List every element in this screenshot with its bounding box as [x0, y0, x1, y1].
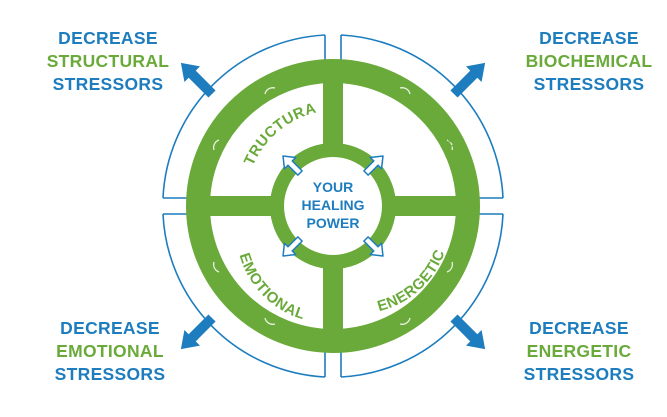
joint-mark — [446, 261, 454, 273]
outer-arc-top-right — [340, 34, 504, 199]
outward-arrow-top-left-icon — [180, 62, 216, 98]
joint-mark — [264, 317, 276, 325]
joint-mark — [212, 261, 220, 273]
corner-label-top-right-line-2: BIOCHEMICAL — [525, 51, 653, 71]
joint-mark — [446, 139, 454, 151]
corner-label-top-left: DECREASE STRUCTURAL STRESSORS — [44, 27, 172, 96]
corner-label-top-left-line-2: STRUCTURAL — [46, 51, 170, 71]
hub-center — [285, 158, 381, 254]
wheel-outer-ring — [186, 59, 480, 353]
center-text-line-2: HEALING — [302, 197, 365, 213]
center-text-line-1: YOUR — [313, 179, 353, 195]
hub-arrows — [282, 155, 384, 257]
corner-label-bottom-right-line-2: ENERGETIC — [526, 341, 632, 361]
outward-arrow-bottom-right-icon — [450, 314, 486, 350]
center-text-line-3: POWER — [307, 215, 360, 231]
outer-arc-bottom-left — [162, 213, 326, 378]
joint-mark — [399, 87, 411, 95]
joint-mark — [212, 139, 220, 151]
green-wheel — [186, 59, 480, 353]
outward-arrow-top-right-icon — [450, 62, 486, 98]
corner-label-top-left-line-3: STRESSORS — [52, 74, 164, 94]
hub-arrow-bottom-left-icon — [282, 236, 303, 257]
corner-label-top-left-line-1: DECREASE — [58, 28, 158, 48]
corner-label-bottom-left-line-1: DECREASE — [60, 318, 160, 338]
corner-label-bottom-left-line-3: STRESSORS — [54, 364, 166, 384]
corner-label-top-right: DECREASE BIOCHEMICAL STRESSORS — [518, 27, 660, 96]
hub-arrow-bottom-right-icon — [363, 236, 384, 257]
hub-arrow-top-right-icon — [363, 155, 384, 176]
corner-label-top-right-line-3: STRESSORS — [533, 74, 645, 94]
corner-label-top-right-line-1: DECREASE — [539, 28, 639, 48]
ring-joint-marks — [212, 87, 454, 325]
corner-label-bottom-left-line-2: EMOTIONAL — [56, 341, 164, 361]
corner-label-bottom-left: DECREASE EMOTIONAL STRESSORS — [46, 317, 174, 386]
hub-arrow-top-left-icon — [282, 155, 303, 176]
outer-quadrant-arcs — [162, 34, 504, 378]
corner-label-bottom-right: DECREASE ENERGETIC STRESSORS — [514, 317, 644, 386]
hub-ring — [270, 143, 396, 269]
joint-mark — [399, 317, 411, 325]
outer-arc-top-left — [162, 34, 326, 199]
joint-mark — [264, 87, 276, 95]
outward-arrow-bottom-left-icon — [180, 314, 216, 350]
corner-label-bottom-right-line-3: STRESSORS — [523, 364, 635, 384]
corner-label-bottom-right-line-1: DECREASE — [529, 318, 629, 338]
outward-arrows — [180, 62, 486, 350]
outer-arc-bottom-right — [340, 213, 504, 378]
